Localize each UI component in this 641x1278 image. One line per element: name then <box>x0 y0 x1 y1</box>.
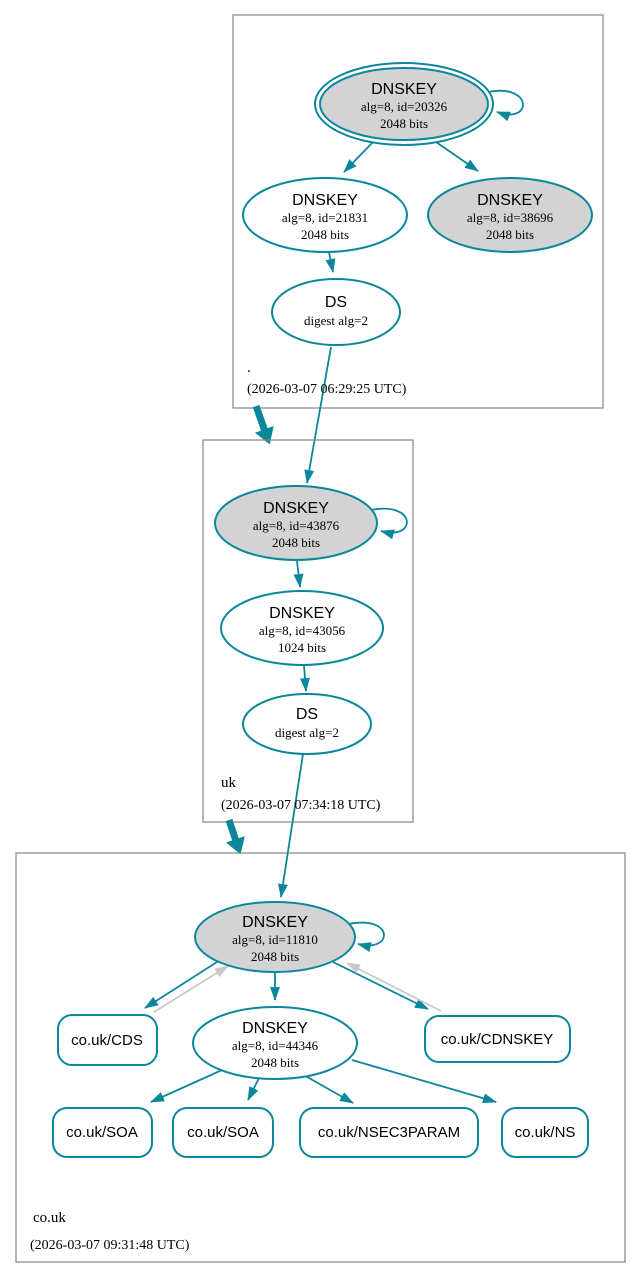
node-detail: alg=8, id=21831 <box>282 210 368 225</box>
edge-couk-cds-points-ksk <box>153 965 229 1013</box>
node-uk-dnskey-43876: DNSKEY alg=8, id=43876 2048 bits <box>214 485 378 561</box>
rrset-rect <box>299 1107 479 1158</box>
edge-root-ksk-self-sign <box>487 89 524 122</box>
node-detail: alg=8, id=20326 <box>361 99 448 114</box>
zone-name-couk: co.uk <box>33 1210 66 1226</box>
node-root-dnskey-38696: DNSKEY alg=8, id=38696 2048 bits <box>427 177 593 253</box>
edge-couk-ksk-self-sign <box>348 921 385 952</box>
node-title: DS <box>296 706 318 723</box>
node-couk-soa2-rrset: co.uk/SOA <box>172 1107 274 1158</box>
node-couk-nsec3param-rrset: co.uk/NSEC3PARAM <box>299 1107 479 1158</box>
rrset-rect <box>52 1107 153 1158</box>
node-root-ds: DS digest alg=2 <box>271 278 401 346</box>
ds-ellipse <box>271 278 401 346</box>
edge-root-ds-to-uk-ksk <box>304 346 332 484</box>
edge-couk-cdnskey-points-ksk <box>346 962 442 1012</box>
dnskey-ellipse <box>220 590 384 666</box>
node-couk-ns-rrset: co.uk/NS <box>501 1107 589 1158</box>
dnskey-ellipse <box>194 901 356 973</box>
node-title: DNSKEY <box>477 192 543 209</box>
node-root-dnskey-20326: DNSKEY alg=8, id=20326 2048 bits <box>314 62 494 146</box>
rrset-label: co.uk/CDNSKEY <box>441 1031 554 1048</box>
zone-box-couk <box>15 852 626 1263</box>
edge-uk-ksk-self-sign <box>370 507 408 540</box>
rrset-rect <box>501 1107 589 1158</box>
node-title: DNSKEY <box>242 1020 308 1037</box>
node-bits: 2048 bits <box>301 227 349 242</box>
rrset-label: co.uk/SOA <box>187 1124 259 1141</box>
zone-timestamp-couk: (2026-03-07 09:31:48 UTC) <box>30 1238 190 1253</box>
dnskey-ellipse <box>214 485 378 561</box>
node-bits: 2048 bits <box>251 1055 299 1070</box>
node-bits: 2048 bits <box>251 949 299 964</box>
node-couk-cdnskey-rrset: co.uk/CDNSKEY <box>424 1015 571 1063</box>
node-title: DS <box>325 294 347 311</box>
zone-timestamp-root: (2026-03-07 06:29:25 UTC) <box>247 382 407 397</box>
node-detail: alg=8, id=38696 <box>467 210 554 225</box>
dnskey-ellipse <box>242 177 408 253</box>
zone-root: DNSKEY alg=8, id=20326 2048 bits DNSKEY … <box>232 14 604 484</box>
node-root-dnskey-21831: DNSKEY alg=8, id=21831 2048 bits <box>242 177 408 253</box>
rrset-rect <box>57 1014 158 1066</box>
rrset-label: co.uk/NSEC3PARAM <box>318 1124 460 1141</box>
node-detail: alg=8, id=43876 <box>253 518 340 533</box>
zone-name-uk: uk <box>221 775 237 791</box>
node-title: DNSKEY <box>242 914 308 931</box>
edge-delegation-root-to-uk <box>252 404 274 445</box>
edge-uk-zsk-signs-ds <box>299 665 310 692</box>
edge-couk-zsk-signs-soa1 <box>150 1069 223 1103</box>
edge-couk-zsk-signs-nsec3param <box>301 1073 354 1104</box>
zone-name-root: . <box>247 360 251 376</box>
edge-couk-ksk-signs-cds <box>144 961 218 1009</box>
node-detail: digest alg=2 <box>275 725 339 740</box>
zone-uk: DNSKEY alg=8, id=43876 2048 bits DNSKEY … <box>202 439 414 898</box>
node-bits: 2048 bits <box>380 116 428 131</box>
edge-uk-ds-to-couk-ksk <box>278 753 304 898</box>
node-title: DNSKEY <box>263 500 329 517</box>
edge-root-zsk-signs-ds <box>325 251 336 273</box>
edge-uk-ksk-signs-zsk <box>293 560 304 588</box>
node-bits: 1024 bits <box>278 640 326 655</box>
node-title: DNSKEY <box>371 81 437 98</box>
edge-delegation-uk-to-couk <box>225 818 245 855</box>
ds-ellipse <box>242 693 372 755</box>
rrset-label: co.uk/SOA <box>66 1124 138 1141</box>
node-couk-cds-rrset: co.uk/CDS <box>57 1014 158 1066</box>
edge-root-ksk-signs-zsk <box>343 141 374 173</box>
zone-box-root <box>232 14 604 409</box>
node-couk-soa1-rrset: co.uk/SOA <box>52 1107 153 1158</box>
edge-couk-zsk-signs-ns <box>351 1059 497 1104</box>
zone-timestamp-uk: (2026-03-07 07:34:18 UTC) <box>221 798 381 813</box>
dnskey-ellipse <box>427 177 593 253</box>
node-uk-ds: DS digest alg=2 <box>242 693 372 755</box>
dnskey-inner-ring <box>319 67 489 141</box>
node-detail: alg=8, id=11810 <box>232 932 318 947</box>
edge-couk-zsk-signs-soa2 <box>247 1077 260 1101</box>
node-title: DNSKEY <box>269 605 335 622</box>
node-uk-dnskey-43056: DNSKEY alg=8, id=43056 1024 bits <box>220 590 384 666</box>
rrset-label: co.uk/NS <box>515 1124 576 1141</box>
node-detail: digest alg=2 <box>304 313 368 328</box>
rrset-label: co.uk/CDS <box>71 1032 143 1049</box>
node-couk-dnskey-11810: DNSKEY alg=8, id=11810 2048 bits <box>194 901 356 973</box>
zone-box-uk <box>202 439 414 823</box>
node-bits: 2048 bits <box>272 535 320 550</box>
dnskey-outer-ring <box>314 62 494 146</box>
edge-root-ksk-signs-key38696 <box>435 141 479 172</box>
node-bits: 2048 bits <box>486 227 534 242</box>
rrset-rect <box>424 1015 571 1063</box>
node-title: DNSKEY <box>292 192 358 209</box>
node-couk-dnskey-44346: DNSKEY alg=8, id=44346 2048 bits <box>192 1006 358 1080</box>
rrset-rect <box>172 1107 274 1158</box>
zone-couk: DNSKEY alg=8, id=11810 2048 bits co.uk/C… <box>15 852 626 1263</box>
dnskey-ellipse <box>192 1006 358 1080</box>
node-detail: alg=8, id=43056 <box>259 623 346 638</box>
node-detail: alg=8, id=44346 <box>232 1038 319 1053</box>
